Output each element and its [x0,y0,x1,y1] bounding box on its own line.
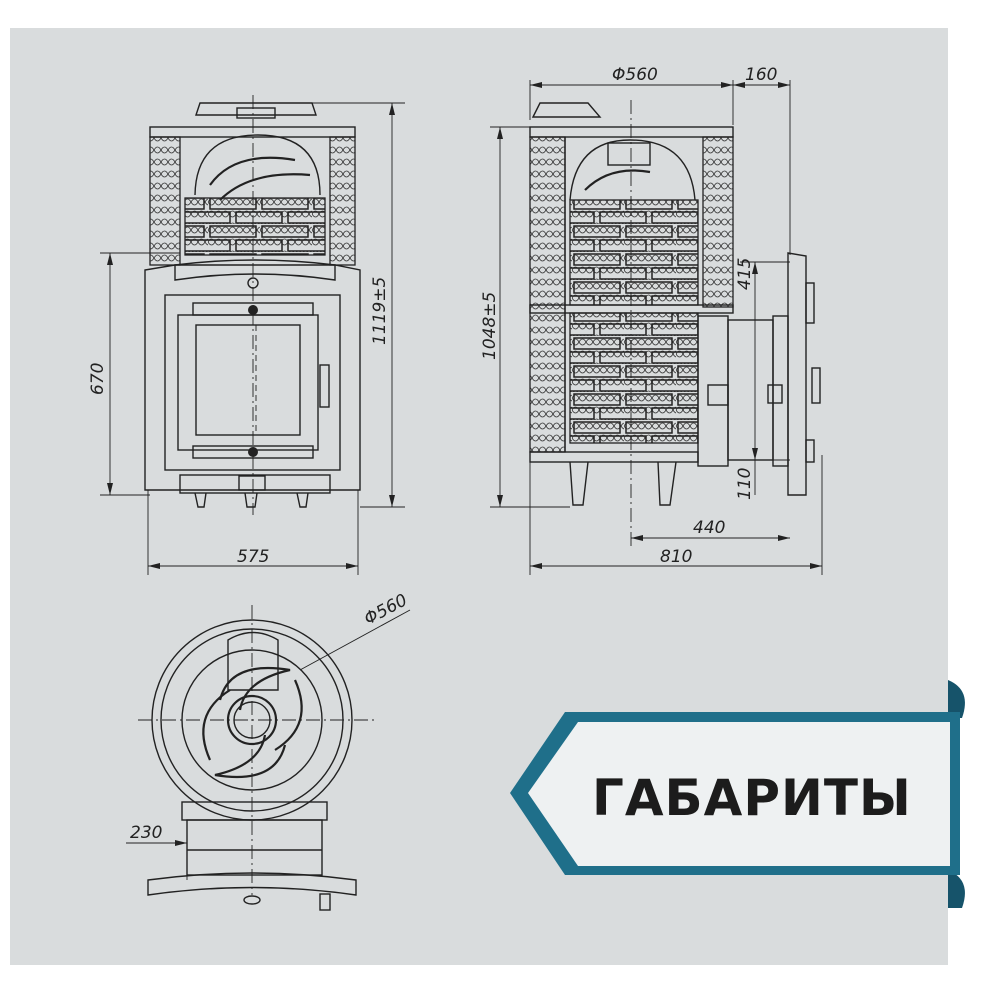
title-banner: ГАБАРИТЫ [510,680,965,908]
banner-title: ГАБАРИТЫ [592,769,912,827]
front-total-height-label: 1119±5 [370,277,390,345]
front-view [100,95,405,575]
side-tunnel-bottom-label: 110 [735,468,755,500]
front-door-height-label: 670 [88,363,108,395]
front-width-label: 575 [237,547,269,567]
top-offset-label: 230 [130,823,162,843]
top-view [126,605,411,911]
side-diameter-label: Φ560 [612,65,658,85]
side-tunnel-height-label: 415 [735,258,755,290]
side-flange-label: 160 [745,65,777,85]
side-tunnel-length-label: 440 [693,518,725,538]
side-view [490,80,823,575]
side-height-label: 1048±5 [480,292,500,360]
side-depth-label: 810 [660,547,692,567]
